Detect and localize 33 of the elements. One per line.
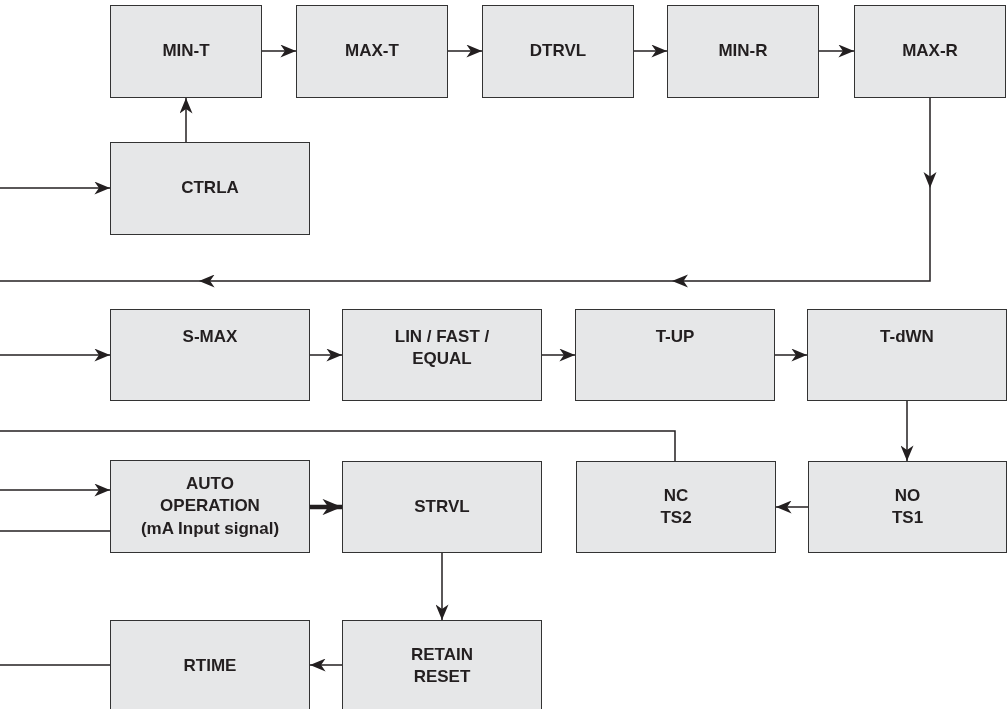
process-box: [342, 620, 542, 709]
process-box: [110, 309, 310, 401]
process-box: [575, 309, 775, 401]
process-box: [110, 460, 310, 553]
process-box: [808, 461, 1007, 553]
process-box: [854, 5, 1006, 98]
process-box: [110, 620, 310, 709]
box-label: CTRLA: [181, 177, 239, 200]
box-label: S-MAX: [182, 326, 238, 348]
process-box: [296, 5, 448, 98]
box-label: LIN / FAST / EQUAL: [393, 326, 491, 371]
box-label: (mA Input signal): [140, 517, 280, 540]
process-box: [482, 5, 634, 98]
box-label: NO TS1: [890, 484, 925, 529]
box-label: STRVL: [414, 495, 470, 518]
process-box: [667, 5, 819, 98]
box-label: RETAIN RESET: [410, 643, 474, 688]
process-box: [576, 461, 776, 553]
box-label: MIN-R: [718, 40, 768, 63]
box-label: MAX-R: [902, 40, 958, 63]
process-box: [342, 309, 542, 401]
box-label: MAX-T: [345, 40, 399, 63]
box-label: RTIME: [183, 654, 237, 677]
box-label: AUTO OPERATION: [159, 473, 261, 518]
process-box: [110, 142, 310, 235]
box-label: T-UP: [655, 326, 695, 348]
box-label: DTRVL: [529, 40, 587, 63]
process-box: [342, 461, 542, 553]
box-label: NC TS2: [659, 484, 693, 529]
box-label: MIN-T: [162, 40, 210, 63]
process-box: [807, 309, 1007, 401]
process-box: [110, 5, 262, 98]
box-label: T-dWN: [880, 326, 934, 348]
